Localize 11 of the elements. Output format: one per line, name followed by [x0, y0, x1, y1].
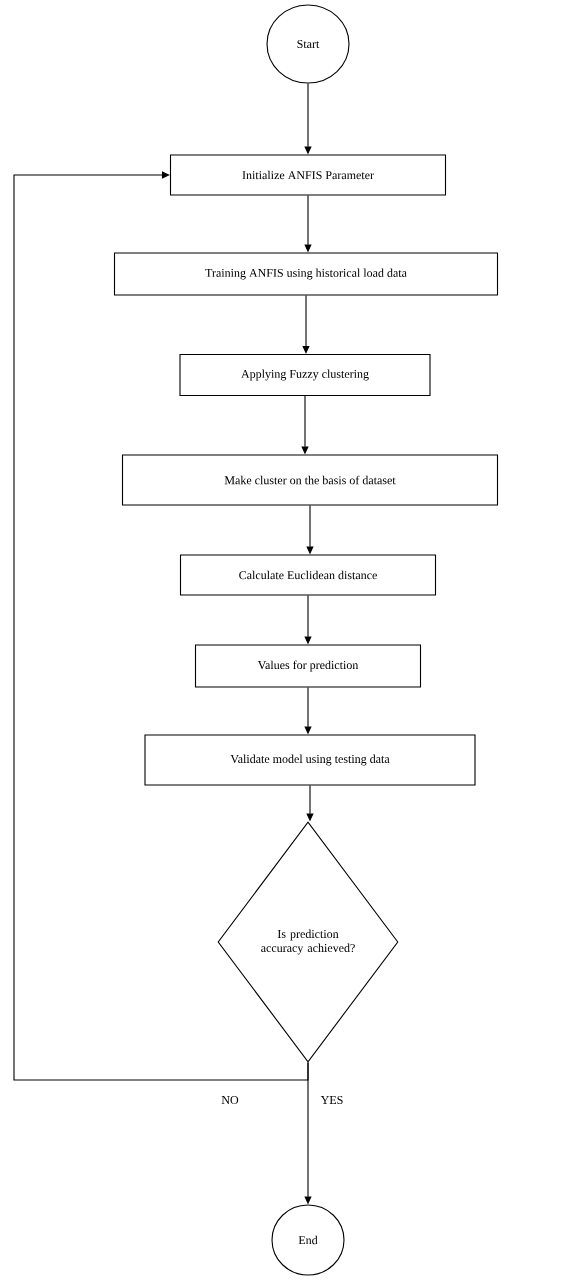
process-box: Values for prediction: [194, 644, 422, 688]
process-box: Make cluster on the basis of dataset: [121, 454, 499, 506]
process-box: Initialize ANFIS Parameter: [169, 154, 447, 196]
arrow: [13, 171, 309, 1081]
arrow: [302, 295, 310, 354]
process-box: Applying Fuzzy clustering: [179, 353, 431, 397]
process-box: Calculate Euclidean distance: [179, 554, 437, 596]
edge-label: NO: [220, 1095, 240, 1106]
process-box: Training ANFIS using historical load data: [113, 252, 499, 296]
edge-label: YES: [319, 1095, 345, 1106]
process-box: Validate model using testing data: [144, 734, 476, 786]
